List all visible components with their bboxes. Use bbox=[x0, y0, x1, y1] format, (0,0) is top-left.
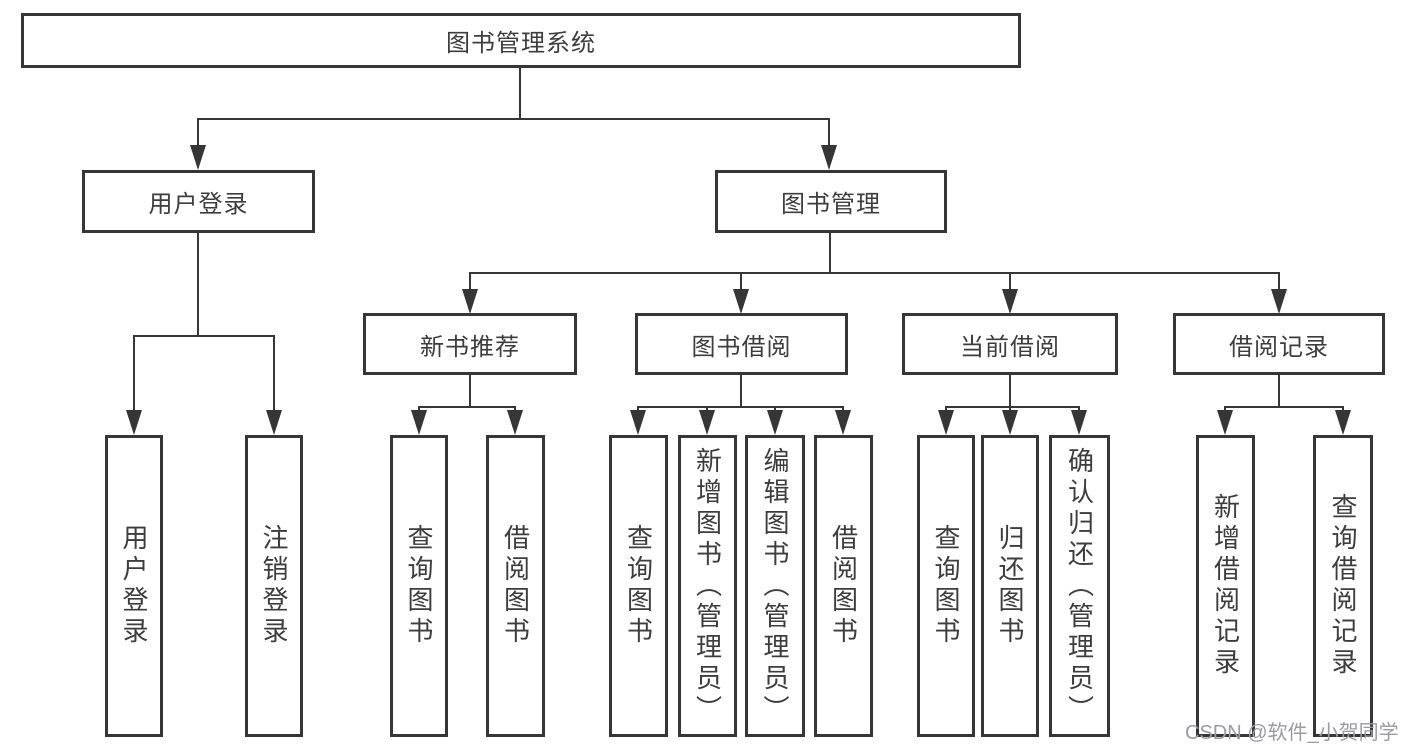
connector-new-book-rec-stem bbox=[469, 375, 471, 408]
leaf-nbr-query-book-label: 查询图书 bbox=[404, 524, 434, 648]
node-new-book-recommend: 新书推荐 bbox=[363, 313, 577, 375]
connector-new-book-rec-distributor bbox=[419, 406, 516, 408]
connector-to-book-borrow bbox=[740, 272, 742, 292]
leaf-bb-query-book-label: 查询图书 bbox=[623, 524, 654, 648]
leaf-cb-query-book: 查询图书 bbox=[917, 435, 975, 737]
node-book-management-label: 图书管理 bbox=[781, 191, 881, 218]
arrow-down-icon bbox=[1335, 410, 1351, 435]
node-new-book-recommend-label: 新书推荐 bbox=[420, 333, 520, 361]
connector-current-borrow-distributor bbox=[946, 406, 1080, 408]
leaf-cb-confirm-return-admin: 确认归还（管理员） bbox=[1049, 435, 1110, 737]
connector-book-mgmt-stem bbox=[829, 233, 831, 274]
connector-borrow-record-distributor bbox=[1225, 406, 1344, 408]
connector-current-borrow-stem bbox=[1009, 375, 1011, 408]
leaf-nbr-borrow-book-label: 借阅图书 bbox=[500, 524, 531, 648]
leaf-nbr-borrow-book: 借阅图书 bbox=[486, 435, 545, 737]
leaf-bb-add-book-admin: 新增图书（管理员） bbox=[678, 435, 737, 737]
node-book-borrow: 图书借阅 bbox=[635, 313, 848, 375]
leaf-cb-query-book-label: 查询图书 bbox=[931, 524, 961, 648]
leaf-logout-label: 注销登录 bbox=[259, 524, 289, 648]
connector-book-borrow-stem bbox=[740, 375, 742, 408]
node-user-login: 用户登录 bbox=[82, 170, 315, 233]
leaf-cb-confirm-return-admin-label: 确认归还（管理员） bbox=[1064, 446, 1095, 726]
arrow-down-icon bbox=[411, 410, 427, 435]
leaf-br-query-record: 查询借阅记录 bbox=[1313, 435, 1373, 737]
arrow-down-icon bbox=[630, 410, 646, 435]
node-borrow-record: 借阅记录 bbox=[1173, 313, 1385, 375]
arrow-down-icon bbox=[126, 410, 142, 435]
arrow-down-icon bbox=[1071, 410, 1087, 435]
connector-book-borrow-distributor bbox=[638, 406, 844, 408]
leaf-bb-edit-book-admin-label: 编辑图书（管理员） bbox=[760, 446, 790, 726]
node-current-borrow-label: 当前借阅 bbox=[960, 333, 1060, 361]
arrow-down-icon bbox=[699, 410, 715, 435]
csdn-watermark: CSDN @软件_小贺同学 bbox=[1185, 722, 1399, 744]
arrow-down-icon bbox=[190, 145, 206, 170]
arrow-down-icon bbox=[1217, 410, 1233, 435]
connector-root-to-book-mgmt bbox=[828, 118, 830, 154]
leaf-cb-return-book: 归还图书 bbox=[981, 435, 1039, 737]
leaf-br-add-record-label: 新增借阅记录 bbox=[1210, 493, 1241, 679]
connector-borrow-record-stem bbox=[1278, 375, 1280, 408]
arrow-down-icon bbox=[1002, 410, 1018, 435]
leaf-user-login: 用户登录 bbox=[105, 435, 163, 737]
node-borrow-record-label: 借阅记录 bbox=[1229, 333, 1329, 361]
leaf-br-add-record: 新增借阅记录 bbox=[1196, 435, 1255, 737]
connector-root-to-user-login bbox=[197, 118, 199, 154]
node-root-label: 图书管理系统 bbox=[446, 30, 596, 57]
connector-book-mgmt-distributor bbox=[470, 272, 1280, 274]
leaf-logout: 注销登录 bbox=[245, 435, 303, 737]
connector-user-login-distributor bbox=[133, 335, 275, 337]
connector-root-distributor bbox=[198, 118, 830, 120]
arrow-down-icon bbox=[821, 145, 837, 170]
connector-root-stem bbox=[519, 68, 521, 120]
node-user-login-label: 用户登录 bbox=[148, 191, 249, 218]
arrow-down-icon bbox=[462, 289, 478, 314]
connector-to-new-book-rec bbox=[469, 272, 471, 292]
connector-to-leaf-logout bbox=[273, 335, 275, 415]
arrow-down-icon bbox=[733, 289, 749, 314]
arrow-down-icon bbox=[507, 410, 523, 435]
node-book-management: 图书管理 bbox=[715, 170, 947, 233]
leaf-bb-add-book-admin-label: 新增图书（管理员） bbox=[692, 446, 723, 726]
arrow-down-icon bbox=[1002, 289, 1018, 314]
node-root: 图书管理系统 bbox=[21, 13, 1021, 68]
node-current-borrow: 当前借阅 bbox=[902, 313, 1118, 375]
node-book-borrow-label: 图书借阅 bbox=[691, 333, 792, 361]
arrow-down-icon bbox=[1271, 289, 1287, 314]
arrow-down-icon bbox=[938, 410, 954, 435]
leaf-bb-edit-book-admin: 编辑图书（管理员） bbox=[745, 435, 805, 737]
connector-to-current-borrow bbox=[1009, 272, 1011, 292]
arrow-down-icon bbox=[767, 410, 783, 435]
connector-user-login-stem bbox=[197, 233, 199, 337]
arrow-down-icon bbox=[266, 410, 282, 435]
connector-to-leaf-user-login bbox=[133, 335, 135, 415]
connector-to-borrow-record bbox=[1278, 272, 1280, 292]
leaf-user-login-label: 用户登录 bbox=[119, 524, 149, 648]
leaf-bb-borrow-book: 借阅图书 bbox=[814, 435, 873, 737]
leaf-bb-borrow-book-label: 借阅图书 bbox=[828, 524, 859, 648]
leaf-nbr-query-book: 查询图书 bbox=[390, 435, 448, 737]
arrow-down-icon bbox=[835, 410, 851, 435]
leaf-bb-query-book: 查询图书 bbox=[609, 435, 668, 737]
leaf-cb-return-book-label: 归还图书 bbox=[995, 524, 1025, 648]
leaf-br-query-record-label: 查询借阅记录 bbox=[1328, 493, 1358, 679]
